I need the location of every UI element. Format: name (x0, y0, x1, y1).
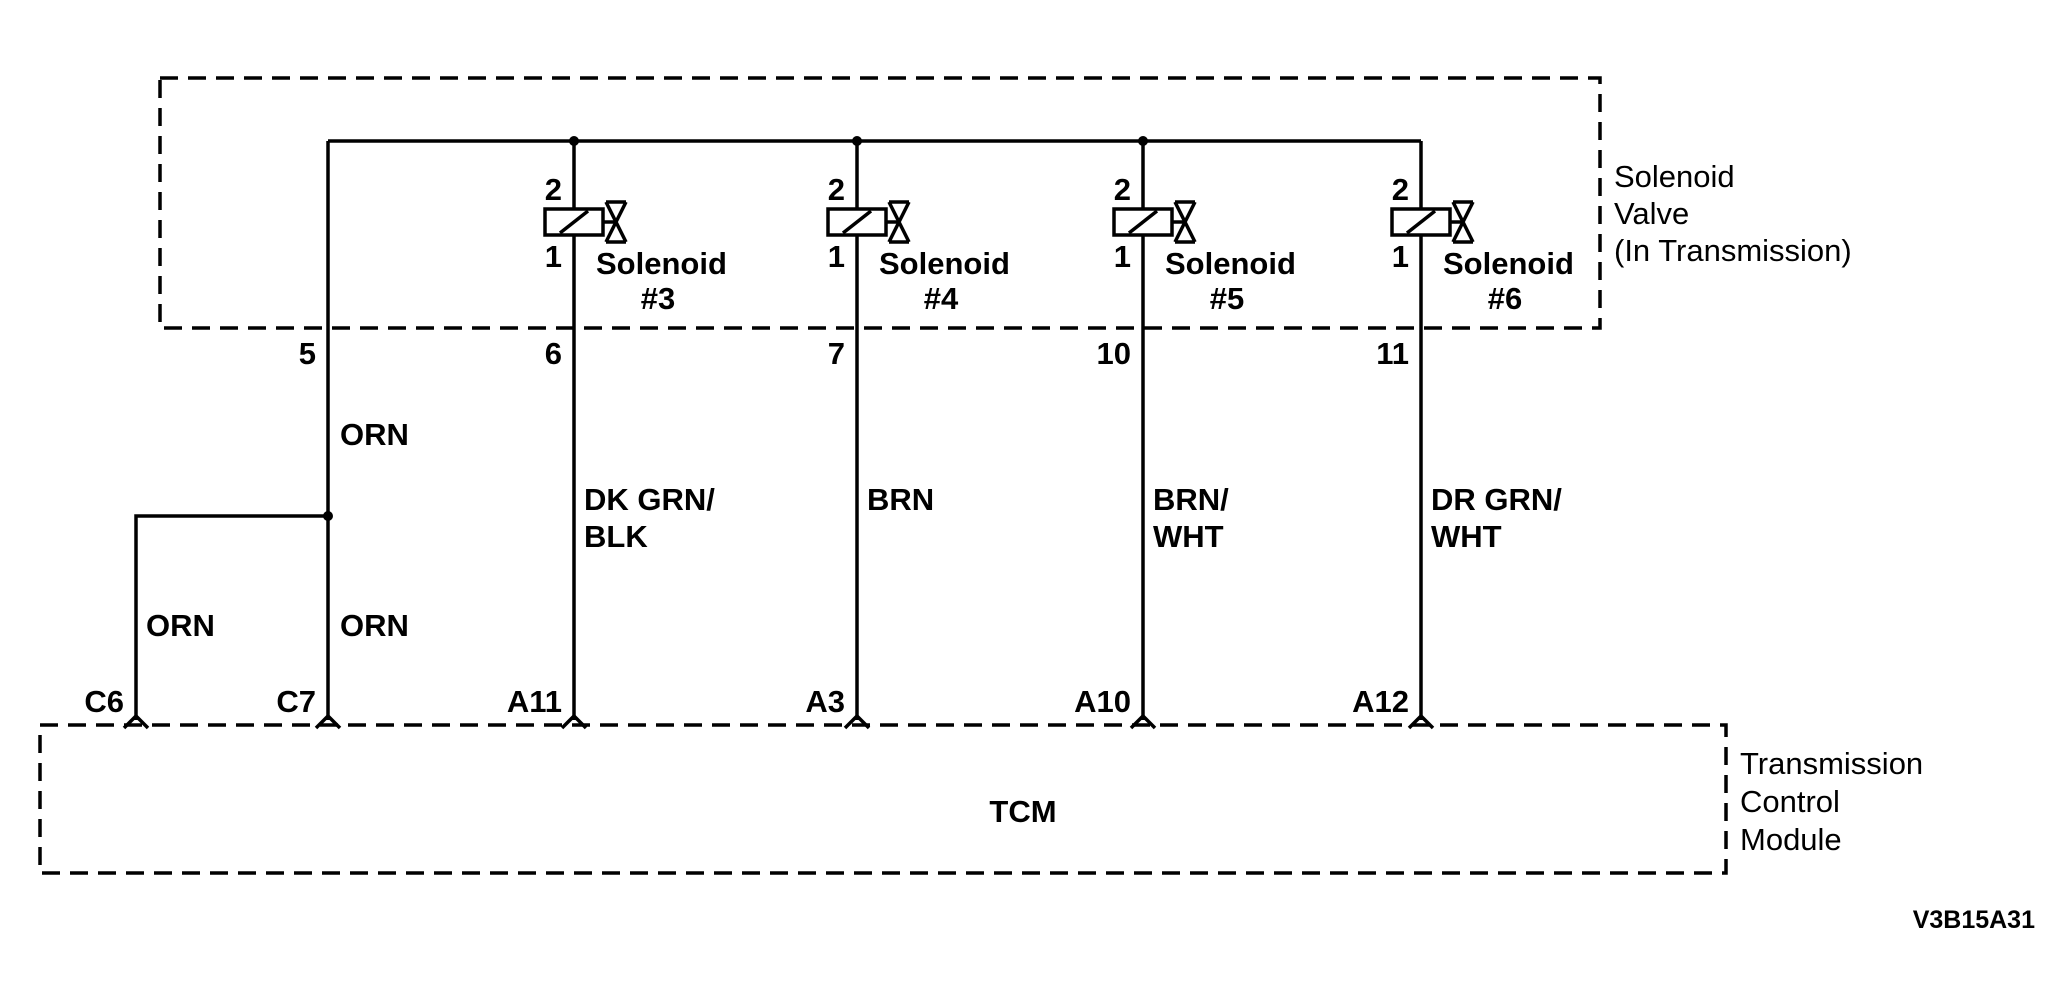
solenoid-4-conn-pin: 7 (828, 336, 845, 371)
tcm-terminal-c6-label: C6 (84, 684, 124, 719)
branch-right-wire-color: ORN (340, 608, 409, 643)
solenoid-3-coil-slash (558, 209, 590, 235)
solenoid-valve-housing (158, 76, 1602, 330)
solenoid-3: 2 1 Solenoid #3 6 DK GRN/ BLK A11 (507, 141, 727, 730)
solenoid-6-wire-color-line1: DR GRN/ (1431, 482, 1562, 517)
solenoid-valve-label-line3: (In Transmission) (1614, 233, 1852, 268)
solenoid-6-pin-bottom: 1 (1392, 239, 1409, 274)
solenoid-5-coil-slash (1127, 209, 1159, 235)
solenoid-3-conn-pin: 6 (545, 336, 562, 371)
solenoid-4-valve-icon (887, 200, 911, 244)
solenoid-5-wire-color-line2: WHT (1153, 519, 1224, 554)
solenoid-5-pin-bottom: 1 (1114, 239, 1131, 274)
tcm-terminal-a3-connector (843, 713, 871, 730)
tcm-terminal-a11-connector (560, 713, 588, 730)
solenoid-6-coil-slash (1405, 209, 1437, 235)
solenoid-5-name-line2: #5 (1210, 281, 1244, 316)
solenoid-3-wire-color-line2: BLK (584, 519, 648, 554)
solenoid-6-pin-top: 2 (1392, 172, 1409, 207)
solenoid-4-name-line2: #4 (924, 281, 959, 316)
solenoid-4-coil-slash (841, 209, 873, 235)
solenoid-5: 2 1 Solenoid #5 10 BRN/ WHT A10 (1074, 141, 1296, 730)
tcm-terminal-a12-label: A12 (1352, 684, 1409, 719)
solenoid-4: 2 1 Solenoid #4 7 BRN A3 (805, 141, 1010, 730)
solenoid-3-name-line2: #3 (641, 281, 675, 316)
solenoid-4-coil (826, 207, 888, 237)
solenoid-3-wire-color-line1: DK GRN/ (584, 482, 715, 517)
figure-code: V3B15A31 (1913, 906, 2035, 934)
supply-conn-pin: 5 (299, 336, 316, 371)
solenoid-4-wire-color-line1: BRN (867, 482, 934, 517)
tcm-housing (38, 723, 1728, 875)
solenoid-4-pin-top: 2 (828, 172, 845, 207)
tcm-terminal-a10-label: A10 (1074, 684, 1131, 719)
solenoid-6-name-line2: #6 (1488, 281, 1522, 316)
solenoid-6-valve-icon (1451, 200, 1475, 244)
solenoid-5-name-line1: Solenoid (1165, 246, 1296, 281)
solenoid-3-valve-icon (604, 200, 628, 244)
solenoid-6-wire-color-line2: WHT (1431, 519, 1502, 554)
solenoid-5-wire-color-line1: BRN/ (1153, 482, 1229, 517)
solenoid-6-name-line1: Solenoid (1443, 246, 1574, 281)
tcm-terminal-c7-label: C7 (276, 684, 316, 719)
solenoid-4-pin-bottom: 1 (828, 239, 845, 274)
tcm-terminal-a10-connector (1129, 713, 1157, 730)
solenoid-5-pin-top: 2 (1114, 172, 1131, 207)
branch-left-wire-color: ORN (146, 608, 215, 643)
solenoid-valve-label-line2: Valve (1614, 196, 1689, 231)
solenoid-6: 2 1 Solenoid #6 11 DR GRN/ WHT A12 (1352, 141, 1574, 730)
tcm-terminal-c7-connector (314, 713, 342, 730)
tcm-name: TCM (989, 794, 1056, 829)
supply-branch-left-wire (134, 514, 328, 720)
tcm-label-line3: Module (1740, 822, 1842, 857)
solenoid-valve-label-line1: Solenoid (1614, 159, 1735, 194)
supply-wire-color-upper: ORN (340, 417, 409, 452)
solenoid-3-name-line1: Solenoid (596, 246, 727, 281)
tcm-label-line2: Control (1740, 784, 1840, 819)
solenoid-6-conn-pin: 11 (1376, 336, 1409, 371)
solenoid-3-pin-top: 2 (545, 172, 562, 207)
tcm-terminal-a3-label: A3 (805, 684, 845, 719)
solenoid-5-valve-icon (1173, 200, 1197, 244)
tcm-terminal-a11-label: A11 (507, 684, 562, 719)
solenoid-5-conn-pin: 10 (1097, 336, 1131, 371)
tcm-terminal-a12-connector (1407, 713, 1435, 730)
tcm-label-line1: Transmission (1740, 746, 1923, 781)
solenoid-3-pin-bottom: 1 (545, 239, 562, 274)
tcm-terminal-c6-connector (122, 713, 150, 730)
solenoid-4-name-line1: Solenoid (879, 246, 1010, 281)
